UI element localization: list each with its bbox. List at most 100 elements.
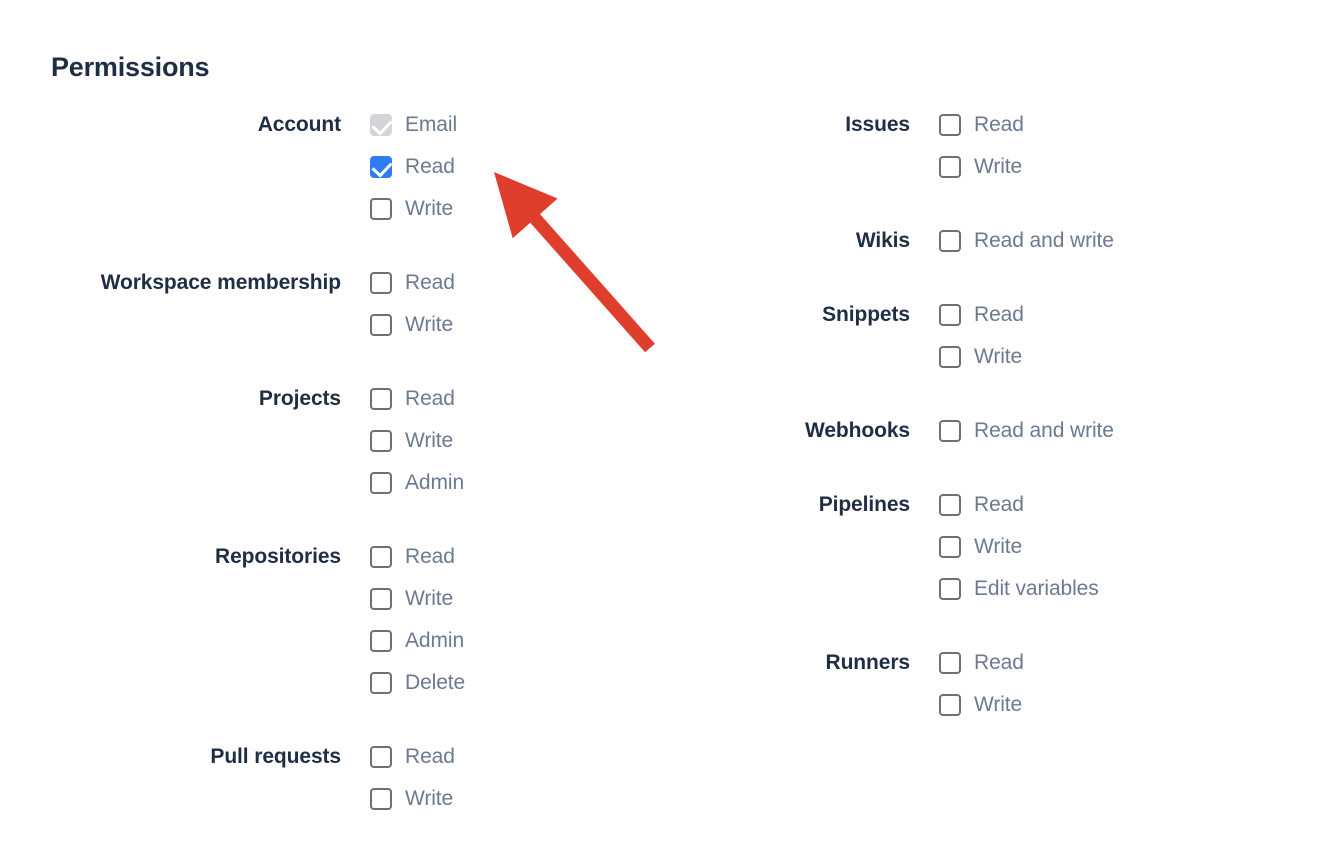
- permission-option-runners-read[interactable]: Read: [939, 642, 1240, 684]
- permission-option-issues-write[interactable]: Write: [939, 146, 1240, 188]
- permission-option-issues-read[interactable]: Read: [939, 104, 1240, 146]
- permission-option-repositories-write[interactable]: Write: [370, 578, 620, 620]
- page-title: Permissions: [51, 52, 210, 82]
- checkbox-repositories-admin[interactable]: [370, 630, 392, 652]
- permission-option-workspace-membership-read[interactable]: Read: [370, 262, 620, 304]
- checkbox-repositories-read[interactable]: [370, 546, 392, 568]
- permission-option-wikis-read-and-write[interactable]: Read and write: [939, 220, 1240, 262]
- permission-option-pull-requests-write[interactable]: Write: [370, 778, 620, 820]
- permission-group-label: Workspace membership: [100, 271, 341, 294]
- permission-option-label: Write: [405, 313, 454, 336]
- permission-option-projects-admin[interactable]: Admin: [370, 462, 620, 504]
- permission-option-account-read[interactable]: Read: [370, 146, 620, 188]
- checkbox-snippets-write[interactable]: [939, 346, 961, 368]
- permission-option-snippets-write[interactable]: Write: [939, 336, 1240, 378]
- permission-option-label: Write: [405, 787, 454, 810]
- permission-option-pipelines-write[interactable]: Write: [939, 526, 1240, 568]
- permission-option-label: Read: [405, 155, 455, 178]
- checkbox-runners-read[interactable]: [939, 652, 961, 674]
- checkbox-projects-admin[interactable]: [370, 472, 392, 494]
- checkbox-projects-read[interactable]: [370, 388, 392, 410]
- checkbox-issues-write[interactable]: [939, 156, 961, 178]
- checkbox-repositories-delete[interactable]: [370, 672, 392, 694]
- permission-option-label: Write: [974, 535, 1023, 558]
- permission-group-wikis: Wikis Read and write: [600, 220, 1240, 262]
- permission-option-pull-requests-read[interactable]: Read: [370, 736, 620, 778]
- permission-option-label: Read: [405, 387, 455, 410]
- permission-group-webhooks: Webhooks Read and write: [600, 410, 1240, 452]
- checkbox-pull-requests-read[interactable]: [370, 746, 392, 768]
- checkbox-workspace-membership-read[interactable]: [370, 272, 392, 294]
- permission-option-label: Write: [405, 429, 454, 452]
- permission-option-runners-write[interactable]: Write: [939, 684, 1240, 726]
- permission-group-label: Projects: [258, 387, 341, 410]
- checkbox-snippets-read[interactable]: [939, 304, 961, 326]
- permission-option-label: Write: [974, 693, 1023, 716]
- permission-option-workspace-membership-write[interactable]: Write: [370, 304, 620, 346]
- permission-group-label: Pipelines: [818, 493, 910, 516]
- permission-option-label: Read and write: [974, 229, 1114, 252]
- permission-options: Read and write: [910, 410, 1240, 452]
- permission-option-repositories-read[interactable]: Read: [370, 536, 620, 578]
- permission-group-label: Wikis: [855, 229, 910, 252]
- permission-option-account-email[interactable]: Email: [370, 104, 620, 146]
- permission-option-label: Read: [405, 271, 455, 294]
- permission-group-label: Pull requests: [210, 745, 341, 768]
- permission-group-label: Snippets: [822, 303, 910, 326]
- checkbox-account-write[interactable]: [370, 198, 392, 220]
- checkbox-pipelines-read[interactable]: [939, 494, 961, 516]
- permission-option-projects-read[interactable]: Read: [370, 378, 620, 420]
- permission-option-repositories-delete[interactable]: Delete: [370, 662, 620, 704]
- checkbox-account-email: [370, 114, 393, 136]
- permission-option-label: Read and write: [974, 419, 1114, 442]
- permission-option-account-write[interactable]: Write: [370, 188, 620, 230]
- permission-option-webhooks-read-and-write[interactable]: Read and write: [939, 410, 1240, 452]
- permission-option-label: Read: [405, 545, 455, 568]
- permission-option-label: Admin: [405, 471, 465, 494]
- checkbox-runners-write[interactable]: [939, 694, 961, 716]
- permission-option-label: Edit variables: [974, 577, 1099, 600]
- permission-option-snippets-read[interactable]: Read: [939, 294, 1240, 336]
- permission-option-label: Read: [974, 651, 1024, 674]
- checkbox-issues-read[interactable]: [939, 114, 961, 136]
- permission-options: Read and write: [910, 220, 1240, 262]
- permission-option-repositories-admin[interactable]: Admin: [370, 620, 620, 662]
- permission-option-pipelines-read[interactable]: Read: [939, 484, 1240, 526]
- checkbox-projects-write[interactable]: [370, 430, 392, 452]
- checkbox-account-read[interactable]: [370, 156, 393, 178]
- checkbox-workspace-membership-write[interactable]: [370, 314, 392, 336]
- permission-option-label: Delete: [405, 671, 466, 694]
- checkbox-pipelines-edit-variables[interactable]: [939, 578, 961, 600]
- permission-group-label: Runners: [825, 651, 911, 674]
- permission-option-pipelines-edit-variables[interactable]: Edit variables: [939, 568, 1240, 610]
- checkbox-webhooks-read-and-write[interactable]: [939, 420, 961, 442]
- permission-option-projects-write[interactable]: Write: [370, 420, 620, 462]
- permission-option-label: Write: [974, 155, 1023, 178]
- checkbox-pull-requests-write[interactable]: [370, 788, 392, 810]
- check-icon: [371, 156, 393, 178]
- checkbox-repositories-write[interactable]: [370, 588, 392, 610]
- permission-group-label: Account: [257, 113, 341, 136]
- permission-option-label: Write: [974, 345, 1023, 368]
- checkbox-pipelines-write[interactable]: [939, 536, 961, 558]
- check-icon: [371, 114, 393, 136]
- permission-group-label: Webhooks: [805, 419, 910, 442]
- checkbox-wikis-read-and-write[interactable]: [939, 230, 961, 252]
